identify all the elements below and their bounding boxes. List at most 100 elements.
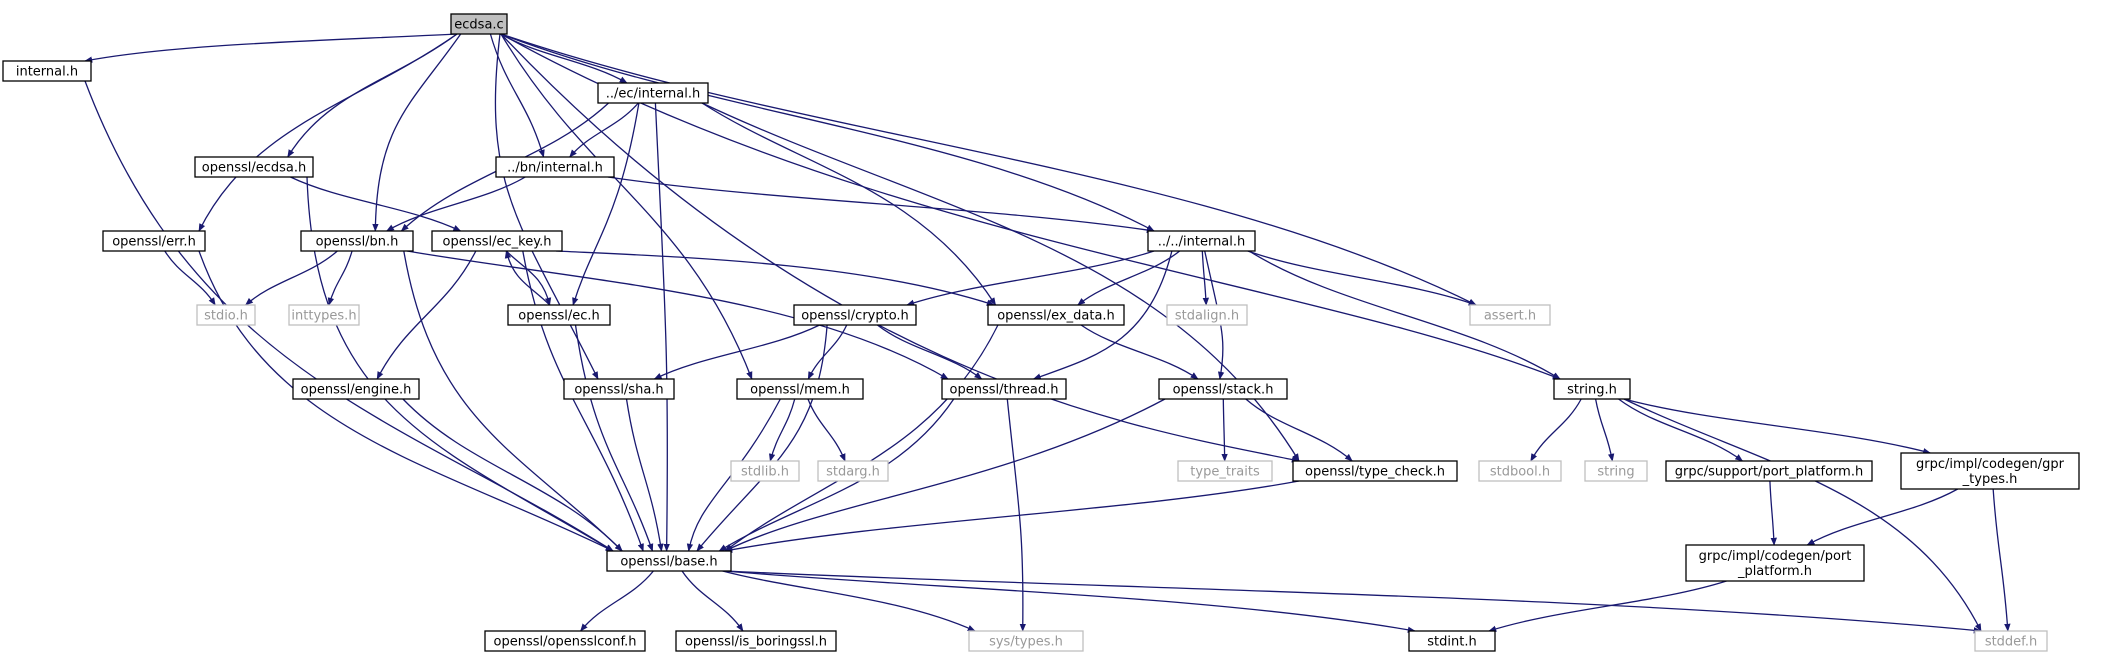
edge-openssl_mem-to-stdarg (807, 398, 846, 462)
edge-string_h-to-string (1594, 398, 1615, 462)
edge-openssl_engine-to-openssl_base (402, 398, 623, 552)
node-stdio: stdio.h (196, 304, 256, 326)
edge-openssl_thread-to-openssl_base (718, 398, 955, 552)
node-label: stdalign.h (1175, 309, 1239, 324)
edge-ecdsa_c-to-openssl_sha (494, 33, 599, 380)
edge-ec_internal-to-openssl_base (654, 102, 670, 552)
node-box (1478, 460, 1562, 482)
node-grpc_port_platform[interactable]: grpc/support/port_platform.h (1665, 460, 1873, 482)
node-box (968, 630, 1084, 652)
edge-openssl_ec-to-openssl_eckey (504, 250, 551, 306)
edge-openssl_bn-to-inttypes (327, 250, 353, 306)
node-label: ../../internal.h (1158, 235, 1246, 250)
node-label: openssl/ec.h (518, 309, 600, 324)
edge-openssl_ec-to-openssl_base (574, 324, 654, 552)
node-box (1408, 630, 1496, 652)
edge-openssl_bn-to-openssl_thread (406, 250, 949, 380)
node-grpc_codegen_port[interactable]: grpc/impl/codegen/port_platform.h (1685, 544, 1865, 582)
node-label: openssl/ec_key.h (443, 235, 552, 250)
node-label: openssl/thread.h (950, 383, 1059, 398)
edge-openssl_bn-to-stdio (245, 250, 338, 306)
edge-ecdsa_c-to-openssl_bn (372, 33, 462, 232)
edge-ecdsa_c-to-openssl_err (198, 33, 458, 232)
node-openssl_isboringssl[interactable]: openssl/is_boringssl.h (675, 630, 837, 652)
edge-openssl_stack-to-openssl_base (724, 398, 1166, 552)
node-openssl_opensslconf[interactable]: openssl/opensslconf.h (484, 630, 646, 652)
node-box (2, 60, 92, 82)
node-label: openssl/opensslconf.h (494, 635, 637, 650)
node-stdarg: stdarg.h (817, 460, 889, 482)
node-up_internal[interactable]: ../../internal.h (1147, 230, 1256, 252)
node-openssl_typecheck[interactable]: openssl/type_check.h (1292, 460, 1458, 482)
node-string: string (1584, 460, 1648, 482)
node-box (987, 304, 1125, 326)
node-ecdsa_c: ecdsa.c (450, 13, 508, 35)
edge-openssl_crypto-to-openssl_thread (876, 324, 983, 380)
node-openssl_eckey[interactable]: openssl/ec_key.h (431, 230, 563, 252)
edge-grpc_codegen_port-to-stdint (1488, 580, 1727, 632)
node-label: ../ec/internal.h (606, 87, 700, 102)
node-openssl_base[interactable]: openssl/base.h (606, 550, 732, 572)
node-box (563, 378, 675, 400)
edge-openssl_base-to-stdint (724, 570, 1416, 633)
node-label: openssl/base.h (620, 555, 717, 570)
edge-string_h-to-grpc_port_platform (1618, 398, 1744, 462)
node-label: stdbool.h (1490, 465, 1550, 480)
node-openssl_mem[interactable]: openssl/mem.h (736, 378, 864, 400)
edge-up_internal-to-openssl_exdata (1077, 250, 1181, 306)
node-openssl_ecdsa[interactable]: openssl/ecdsa.h (194, 156, 314, 178)
node-label: stdio.h (204, 309, 248, 324)
edge-openssl_eckey-to-openssl_engine (376, 250, 477, 380)
node-stdalign: stdalign.h (1166, 304, 1248, 326)
node-box (196, 304, 256, 326)
node-box (606, 550, 732, 572)
node-openssl_err[interactable]: openssl/err.h (102, 230, 206, 252)
node-openssl_crypto[interactable]: openssl/crypto.h (793, 304, 917, 326)
node-label: openssl/engine.h (301, 383, 412, 398)
node-openssl_thread[interactable]: openssl/thread.h (941, 378, 1067, 400)
node-string_h[interactable]: string.h (1553, 378, 1631, 400)
edge-ecdsa_c-to-bn_internal (489, 33, 545, 158)
node-stdlib: stdlib.h (730, 460, 800, 482)
edge-grpc_gpr_types-to-grpc_codegen_port (1806, 488, 1959, 546)
node-bn_internal[interactable]: ../bn/internal.h (495, 156, 615, 178)
node-label: openssl/is_boringssl.h (685, 635, 827, 650)
node-box (484, 630, 646, 652)
node-openssl_ec[interactable]: openssl/ec.h (507, 304, 611, 326)
edge-ec_internal-to-openssl_exdata (701, 102, 997, 306)
node-box (431, 230, 563, 252)
node-openssl_bn[interactable]: openssl/bn.h (300, 230, 414, 252)
node-openssl_exdata[interactable]: openssl/ex_data.h (987, 304, 1125, 326)
edge-bn_internal-to-openssl_bn (386, 176, 526, 232)
edge-openssl_crypto-to-openssl_sha (653, 324, 820, 380)
node-grpc_gpr_types[interactable]: grpc/impl/codegen/gpr_types.h (1900, 452, 2080, 490)
edge-openssl_stack-to-openssl_typecheck (1245, 398, 1353, 462)
edge-up_internal-to-stdalign (1201, 250, 1210, 306)
edge-ec_internal-to-bn_internal (569, 102, 639, 158)
node-label: string.h (1567, 383, 1617, 398)
node-label: stdint.h (1427, 635, 1476, 650)
node-box (1469, 304, 1551, 326)
node-box (507, 304, 611, 326)
node-box (288, 304, 360, 326)
file-nodes: ecdsa.c internal.h ../ec/internal.h openssl… (2, 13, 2080, 652)
node-internal_h[interactable]: internal.h (2, 60, 92, 82)
edge-ec_internal-to-openssl_ec (572, 102, 640, 306)
node-box (1685, 544, 1865, 582)
edge-openssl_base-to-stddef (724, 570, 1982, 634)
node-label: stdlib.h (741, 465, 789, 480)
node-stddef: stddef.h (1974, 630, 2048, 652)
node-stdint[interactable]: stdint.h (1408, 630, 1496, 652)
node-openssl_engine[interactable]: openssl/engine.h (292, 378, 420, 400)
node-type_traits: type_traits (1177, 460, 1273, 482)
node-ec_internal[interactable]: ../ec/internal.h (597, 82, 709, 104)
edge-openssl_sha-to-openssl_base (625, 398, 664, 552)
node-label: openssl/err.h (112, 235, 196, 250)
node-openssl_sha[interactable]: openssl/sha.h (563, 378, 675, 400)
node-box (495, 156, 615, 178)
node-openssl_stack[interactable]: openssl/stack.h (1158, 378, 1288, 400)
edge-openssl_mem-to-stdlib (768, 398, 796, 462)
node-box (450, 13, 508, 35)
edge-openssl_exdata-to-openssl_stack (1080, 324, 1199, 380)
node-box (941, 378, 1067, 400)
